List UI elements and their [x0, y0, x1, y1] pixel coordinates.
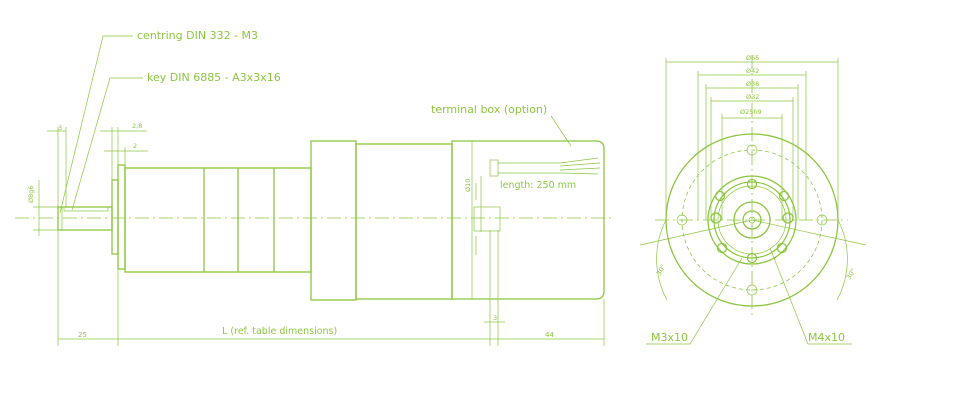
shaft-diameter-dim [33, 180, 58, 236]
motor-body [355, 143, 453, 300]
rear-end-cap [451, 140, 605, 300]
box-diameter-label: Ø10 [464, 179, 472, 192]
dim-2-8: 2,8 [132, 122, 142, 130]
outer-holes [676, 144, 828, 296]
dim-3-top: 3 [58, 124, 62, 132]
key-label: key DIN 6885 - A3x3x16 [147, 71, 281, 84]
inner-holes [710, 178, 794, 264]
dim-3-bottom: 3 [493, 314, 497, 322]
cable-length-label: length: 250 mm [500, 180, 576, 191]
dim-25: 25 [78, 331, 87, 339]
thread-m4-label: M4x10 [808, 331, 845, 344]
dia-25h9-label: Ø25h9 [740, 108, 762, 116]
shaft-diameter-label: Ø8g6 [27, 185, 35, 203]
terminal-cable [489, 157, 601, 177]
small-dimensions [47, 127, 148, 207]
dim-44: 44 [545, 331, 554, 339]
end-view: Ø65 Ø42 Ø36 Ø32 Ø25h9 30° 30° M3x10 M4x1… [639, 54, 867, 345]
angle-dimensions [639, 219, 867, 301]
flange-circle-36 [713, 181, 791, 259]
dia-65-label: Ø65 [746, 54, 759, 62]
shaft-flange [111, 164, 126, 270]
bolt-circle [681, 149, 823, 291]
shaft-circle [742, 210, 762, 230]
dia-32-label: Ø32 [746, 93, 759, 101]
terminal-box-label: terminal box (option) [431, 103, 547, 116]
centre-hole [748, 216, 756, 224]
leader-lines [59, 35, 572, 214]
gearbox-body [124, 167, 312, 273]
side-view: centring DIN 332 - M3 key DIN 6885 - A3x… [15, 29, 612, 346]
dia-36-label: Ø36 [746, 80, 759, 88]
dim-2: 2 [133, 142, 137, 150]
thread-leaders [646, 247, 852, 345]
dia-42-label: Ø42 [746, 67, 759, 75]
flange-circle-42 [707, 175, 797, 265]
bottom-dimensions [57, 230, 605, 346]
motor-flange [310, 140, 357, 301]
diameter-dimensions [665, 58, 839, 220]
centring-label: centring DIN 332 - M3 [137, 29, 258, 42]
length-ref-label: L (ref. table dimensions) [222, 326, 337, 337]
thread-m3-label: M3x10 [651, 331, 688, 344]
pilot-circle-25 [733, 201, 771, 239]
output-shaft [57, 206, 113, 231]
